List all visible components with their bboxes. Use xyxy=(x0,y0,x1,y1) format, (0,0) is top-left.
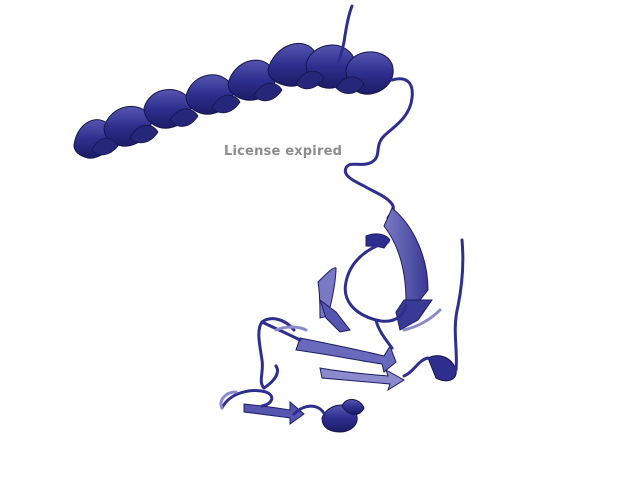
license-watermark: License expired xyxy=(224,144,343,159)
domain-loops-light xyxy=(219,308,442,410)
helix-inner-turns xyxy=(91,70,365,156)
beta-strands xyxy=(243,207,433,425)
n-terminal-coil xyxy=(336,4,354,64)
terminal-hook xyxy=(427,355,457,382)
linker-loop xyxy=(343,77,414,220)
short-helix xyxy=(321,399,365,433)
